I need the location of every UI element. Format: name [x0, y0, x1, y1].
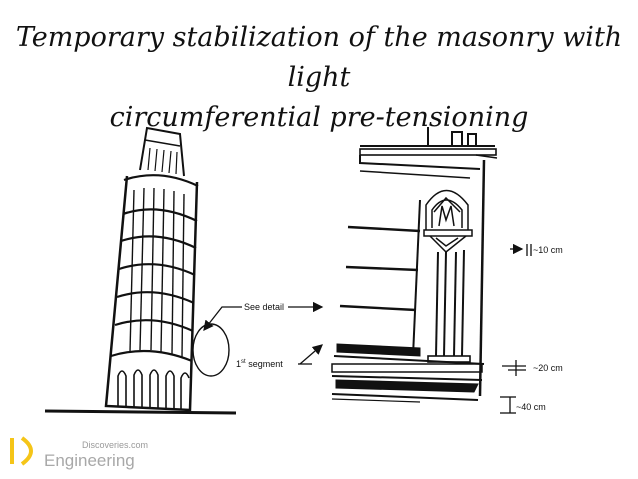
diagram-title: Temporary stabilization of the masonry w… [0, 18, 638, 138]
dimension-40cm: ~40 cm [516, 402, 546, 412]
leaders [203, 301, 324, 365]
ground-line [44, 409, 237, 415]
storey-bands [110, 174, 199, 363]
bell-chamber [139, 126, 185, 177]
dimension-20cm: ~20 cm [533, 363, 563, 373]
dimension-10cm: ~10 cm [533, 245, 563, 255]
tension-rods [339, 225, 421, 312]
inner-wall [412, 199, 421, 357]
colonnade [129, 187, 185, 358]
ground-floor-arcade [117, 369, 190, 409]
de-logo-icon [10, 436, 33, 466]
arch-tracery [425, 189, 469, 230]
see-detail-label: See detail [244, 302, 284, 312]
upper-cornice [359, 148, 498, 179]
masonry-detail-section [331, 127, 498, 403]
outer-wall [478, 159, 486, 397]
watermark-small-text: Discoveries.com [82, 440, 148, 450]
title-line-1: Temporary stabilization of the masonry w… [15, 22, 623, 93]
watermark-large-text: Engineering [44, 451, 135, 470]
discoveries-engineering-watermark: Discoveries.com Engineering [10, 436, 148, 470]
first-segment-label: 1st segment [236, 359, 283, 369]
detail-circle [192, 323, 230, 377]
dimension-marks [500, 243, 532, 414]
title-line-2: circumferential pre-tensioning [109, 102, 529, 133]
tower-body [104, 175, 199, 412]
lower-cornice [331, 343, 485, 403]
leaning-tower-drawing [44, 126, 237, 415]
column-shaft [435, 249, 465, 357]
column-capital [423, 229, 473, 254]
parapet [360, 127, 495, 147]
